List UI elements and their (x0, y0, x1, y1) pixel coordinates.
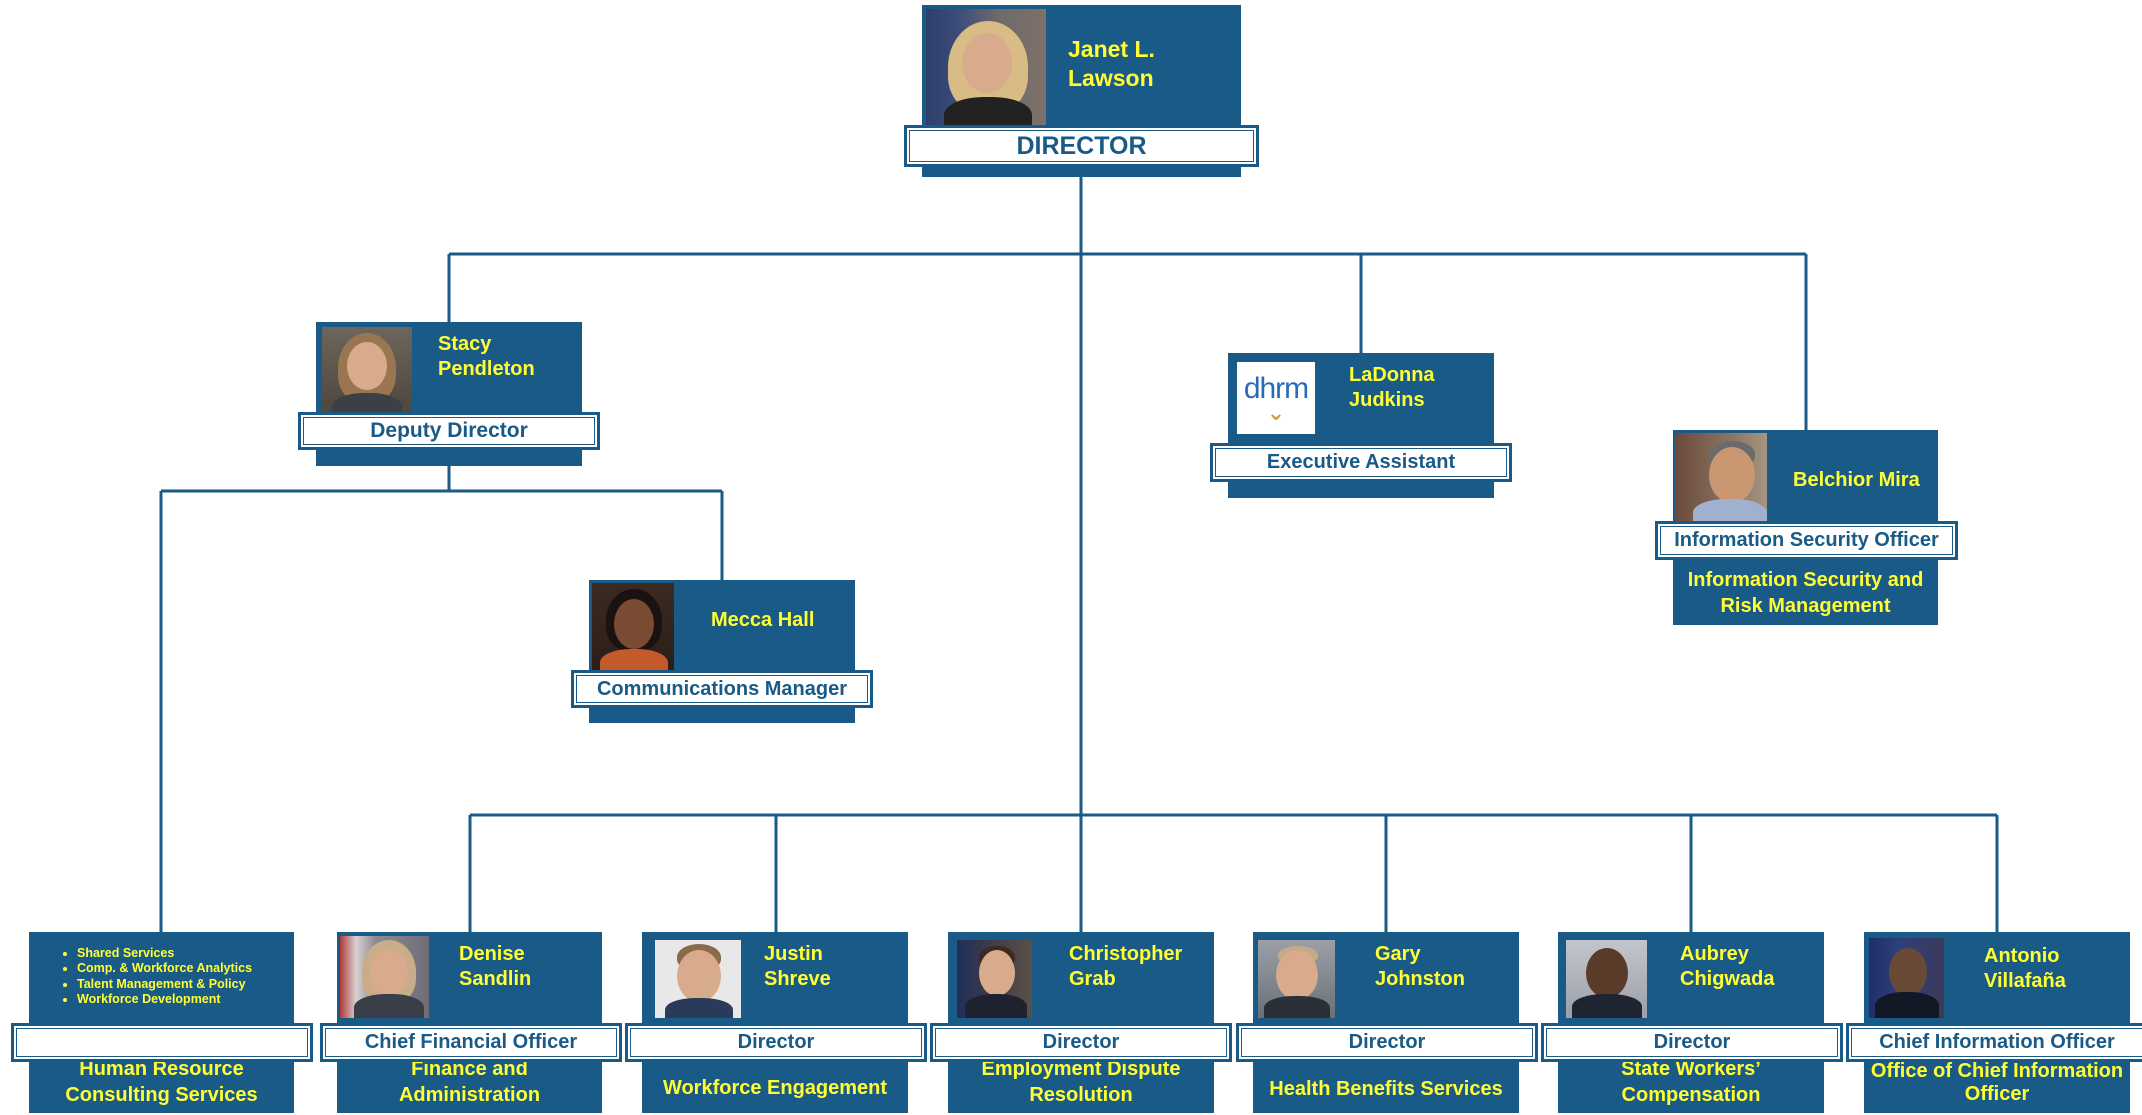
cio-title: Chief Information Officer (1846, 1023, 2142, 1062)
hr-service-item: Workforce Development (77, 992, 307, 1007)
deputy-name: Stacy Pendleton (438, 333, 535, 380)
cio-card: Antonio Villafaña Office of Chief Inform… (1864, 932, 2130, 1113)
security-title: Information Security Officer (1655, 521, 1958, 560)
cio-photo (1869, 938, 1944, 1018)
workforce-card: Justin Shreve Workforce Engagement (642, 932, 908, 1113)
workforce-dept: Workforce Engagement (662, 1077, 888, 1099)
edr-dept: Employment Dispute Resolution (981, 1057, 1181, 1106)
health-title: Director (1236, 1023, 1538, 1062)
cfo-title: Chief Financial Officer (320, 1023, 622, 1062)
communications-title: Communications Manager (571, 670, 873, 708)
security-card: Belchior Mira Information Security and R… (1673, 430, 1938, 625)
workers-comp-title: Director (1541, 1023, 1843, 1062)
workers-comp-photo (1566, 940, 1647, 1018)
cio-name: Antonio Villafaña (1984, 945, 2066, 992)
cfo-dept: Finance and Administration (398, 1057, 541, 1106)
cio-dept: Office of Chief Information Officer (1870, 1060, 2124, 1105)
assistant-title: Executive Assistant (1210, 443, 1512, 482)
edr-card: Christopher Grab Employment Dispute Reso… (948, 932, 1214, 1113)
health-dept: Health Benefits Services (1269, 1078, 1503, 1100)
cfo-name: Denise Sandlin (459, 943, 532, 990)
hr-consulting-card: Shared Services Comp. & Workforce Analyt… (29, 932, 294, 1113)
health-photo (1258, 940, 1335, 1018)
edr-photo (957, 940, 1032, 1018)
deputy-photo (322, 327, 412, 414)
workers-comp-card: Aubrey Chigwada State Workers’ Compensat… (1558, 932, 1824, 1113)
cfo-card: Denise Sandlin Finance and Administratio… (337, 932, 602, 1113)
workforce-photo (655, 940, 741, 1018)
hr-service-item: Comp. & Workforce Analytics (77, 961, 307, 976)
hr-consulting-dept: Human Resource Consulting Services (65, 1057, 258, 1106)
security-dept: Information Security and Risk Management (1687, 569, 1924, 617)
edr-title: Director (930, 1023, 1232, 1062)
director-title: DIRECTOR (904, 125, 1259, 167)
communications-name: Mecca Hall (711, 609, 815, 631)
director-name: Janet L. Lawson (1068, 36, 1155, 91)
workforce-title: Director (625, 1023, 927, 1062)
deputy-title: Deputy Director (298, 412, 600, 450)
workers-comp-dept: State Workers’ Compensation (1621, 1057, 1761, 1106)
hr-service-item: Shared Services (77, 946, 307, 961)
dhrm-logo-text: dhrm (1243, 372, 1309, 406)
health-name: Gary Johnston (1375, 943, 1465, 990)
dhrm-logo: dhrm ⌄ (1237, 362, 1315, 434)
edr-name: Christopher Grab (1069, 943, 1183, 990)
hr-services-list: Shared Services Comp. & Workforce Analyt… (55, 946, 307, 1007)
dhrm-logo-mark-icon: ⌄ (1266, 400, 1286, 426)
health-card: Gary Johnston Health Benefits Services (1253, 932, 1519, 1113)
hr-consulting-title (11, 1023, 313, 1062)
assistant-name: LaDonna Judkins (1349, 364, 1435, 411)
director-card: Janet L. Lawson (922, 5, 1241, 177)
cfo-photo (340, 936, 429, 1018)
communications-photo (592, 583, 674, 672)
workforce-name: Justin Shreve (764, 943, 831, 990)
hr-service-item: Talent Management & Policy (77, 977, 307, 992)
security-photo (1675, 433, 1767, 523)
workers-comp-name: Aubrey Chigwada (1680, 943, 1775, 990)
security-name: Belchior Mira (1793, 469, 1920, 491)
director-photo (926, 9, 1046, 126)
